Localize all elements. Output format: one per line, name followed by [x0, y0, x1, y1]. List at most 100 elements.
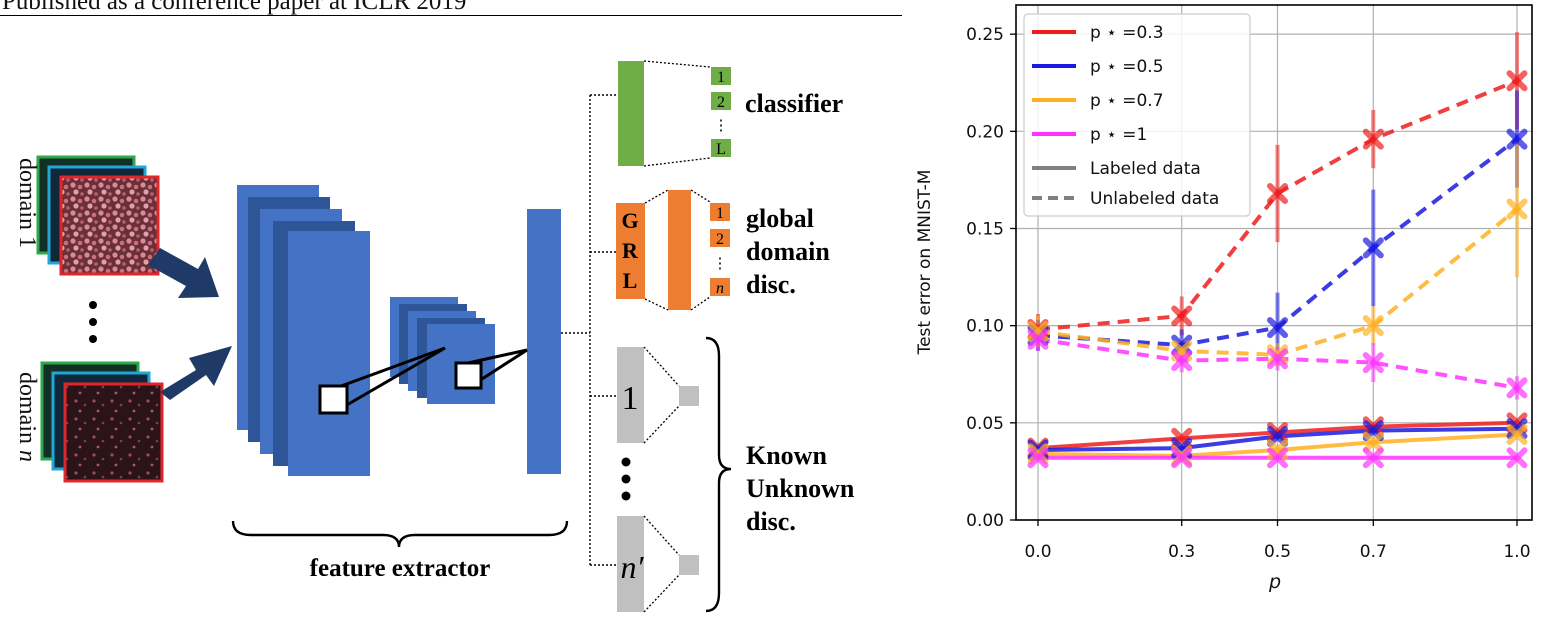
ku-brace: [705, 336, 732, 613]
grl-letter-r: R: [622, 238, 639, 263]
marker-unlabeled-s2-4: [1506, 198, 1528, 220]
x-tick-label-0: 0.0: [1024, 542, 1051, 562]
architecture-diagram: domain 1 domain n: [14, 60, 855, 613]
marker-unlabeled-s0-4: [1506, 70, 1528, 92]
marker-labeled-s3-2-stroke-b: [1267, 447, 1288, 469]
marker-unlabeled-s0-1: [1171, 305, 1193, 327]
chart-legend: p ⋆ =0.3 p ⋆ =0.5 p ⋆ =0.7 p ⋆ =1 Labele…: [1023, 13, 1251, 217]
marker-unlabeled-s0-4-stroke-b: [1506, 70, 1528, 92]
header-rule: [0, 15, 902, 16]
x-tick-label-2: 0.5: [1264, 542, 1291, 562]
x-tick-label-3: 0.7: [1360, 542, 1387, 562]
page-header: Published as a conference paper at ICLR …: [2, 0, 467, 15]
test-error-chart: 0.000.050.100.150.200.25 0.0 0.3 0.5 0.7 1.0…: [915, 4, 1533, 593]
marker-unlabeled-s3-4: [1506, 377, 1528, 399]
feature-extractor-block-1: [237, 185, 370, 476]
marker-unlabeled-s0-1-stroke-b: [1171, 305, 1193, 327]
global-label-line-1: global: [746, 204, 814, 233]
marker-labeled-s2-3: [1362, 431, 1384, 453]
marker-unlabeled-s1-2-stroke-b: [1267, 317, 1288, 339]
plot-frame: [1015, 4, 1533, 521]
marker-unlabeled-s3-3: [1362, 352, 1384, 374]
classifier-output-ellipsis: ⋮: [714, 118, 729, 134]
legend-entry-unlabeled: Unlabeled data: [1090, 189, 1219, 209]
chart-markers: [1027, 70, 1528, 469]
feature-vector-layer: [527, 209, 561, 474]
y-axis-ticks: 0.000.050.100.150.200.25: [966, 25, 1016, 531]
marker-unlabeled-s2-3-stroke-b: [1362, 315, 1384, 337]
global-label-line-3: disc.: [746, 270, 796, 299]
global-label-line-2: domain: [746, 237, 830, 266]
marker-labeled-s3-1: [1171, 447, 1193, 469]
domain-1-image-stack: [36, 155, 160, 276]
legend-entry-p07: p ⋆ =0.7: [1090, 91, 1164, 111]
ku-head-last-label: n′: [621, 549, 645, 585]
x-axis-ticks: 0.0 0.3 0.5 0.7 1.0: [1024, 520, 1531, 562]
marker-labeled-s3-3: [1362, 447, 1384, 469]
x-tick-label-1: 0.3: [1168, 542, 1195, 562]
marker-labeled-s2-3-stroke-b: [1362, 431, 1384, 453]
y-axis-label: Test error on MNIST-M: [915, 170, 935, 356]
marker-unlabeled-s1-4-stroke-b: [1506, 128, 1528, 150]
marker-labeled-s3-4-stroke-b: [1506, 447, 1528, 469]
marker-unlabeled-s2-3: [1362, 315, 1384, 337]
domain-n-image-stack: [40, 361, 164, 483]
legend-entry-p05: p ⋆ =0.5: [1090, 57, 1164, 77]
convolution-kernels: [318, 346, 528, 415]
global-output-n: n: [716, 280, 724, 297]
x-tick-label-4: 1.0: [1503, 542, 1530, 562]
y-tick-label-1: 0.05: [966, 414, 1004, 434]
known-unknown-heads: [617, 346, 699, 613]
marker-labeled-s3-1-stroke-b: [1171, 447, 1193, 469]
feature-extractor-brace: [231, 520, 569, 548]
grl-letter-l: L: [623, 268, 638, 293]
legend-box: [1023, 13, 1251, 217]
feature-extractor-label: feature extractor: [310, 555, 491, 582]
global-output-ellipsis: ⋮: [713, 256, 728, 272]
marker-labeled-s3-2: [1267, 447, 1288, 469]
dotted-connectors: [561, 94, 618, 566]
classifier-head: [618, 60, 731, 167]
marker-unlabeled-s3-1-stroke-b: [1171, 350, 1193, 372]
marker-unlabeled-s3-0: [1027, 328, 1049, 350]
marker-unlabeled-s3-4-stroke-b: [1506, 377, 1528, 399]
marker-unlabeled-s1-3-stroke-b: [1362, 237, 1384, 259]
ku-label-line-3: disc.: [746, 507, 796, 536]
classifier-output-2: 2: [717, 94, 725, 111]
global-domain-head: [616, 189, 730, 311]
marker-unlabeled-s0-2-stroke-b: [1267, 183, 1288, 205]
y-tick-label-5: 0.25: [966, 25, 1004, 45]
marker-unlabeled-s3-2: [1267, 348, 1288, 370]
ku-ellipsis-dots: [621, 457, 631, 501]
global-output-2: 2: [716, 231, 724, 248]
classifier-label: classifier: [745, 89, 843, 118]
marker-labeled-s3-4: [1506, 447, 1528, 469]
ku-head-first-label: 1: [622, 380, 639, 417]
grl-letter-g: G: [621, 208, 638, 233]
input-arrows: [148, 248, 232, 400]
ku-label-line-2: Unknown: [746, 474, 855, 503]
marker-labeled-s3-3-stroke-b: [1362, 447, 1384, 469]
ku-label-line-1: Known: [746, 441, 827, 470]
legend-entry-p1: p ⋆ =1: [1090, 125, 1147, 145]
marker-unlabeled-s0-2: [1267, 183, 1288, 205]
marker-unlabeled-s3-1: [1171, 350, 1193, 372]
marker-labeled-s3-0: [1027, 447, 1049, 469]
x-axis-label: p: [1268, 571, 1281, 593]
line-unlabeled-s0: [1037, 78, 1518, 332]
marker-labeled-s2-4-stroke-b: [1506, 423, 1528, 445]
legend-entry-labeled: Labeled data: [1090, 159, 1201, 179]
global-output-1: 1: [716, 205, 724, 222]
marker-unlabeled-s0-3: [1362, 128, 1384, 150]
legend-entry-p03: p ⋆ =0.3: [1090, 23, 1164, 43]
domain-n-label: domain n: [14, 372, 40, 462]
marker-unlabeled-s3-3-stroke-b: [1362, 352, 1384, 374]
domain-1-label: domain 1: [14, 158, 40, 248]
classifier-output-1: 1: [717, 69, 725, 86]
domain-ellipsis-dots: [89, 301, 97, 343]
y-tick-label-3: 0.15: [966, 219, 1004, 239]
marker-unlabeled-s1-2: [1267, 317, 1288, 339]
marker-unlabeled-s0-3-stroke-b: [1362, 128, 1384, 150]
marker-unlabeled-s3-2-stroke-b: [1267, 348, 1288, 370]
marker-unlabeled-s3-0-stroke-b: [1027, 328, 1049, 350]
